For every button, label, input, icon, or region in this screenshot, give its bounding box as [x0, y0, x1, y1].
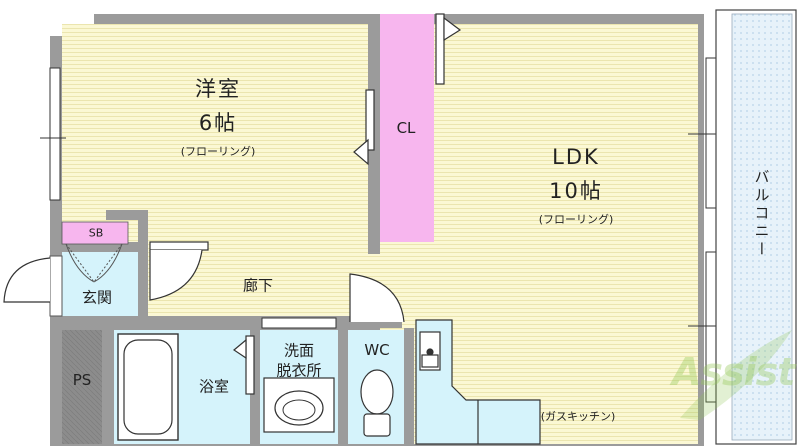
kitchen-counter: [415, 319, 541, 445]
wc-label: WC: [364, 341, 390, 359]
ldk-name: LDK: [552, 145, 600, 169]
shoe-box-doors: [65, 243, 123, 283]
balcony: [715, 9, 797, 445]
western-room-door: [149, 241, 209, 301]
western-room-size: 6帖: [198, 111, 238, 135]
closet-label: CL: [396, 119, 416, 137]
watermark-swoosh: [680, 330, 792, 420]
washroom-label-line2: 脱衣所: [276, 361, 322, 380]
closet-area: [380, 14, 434, 242]
west-window: [40, 67, 66, 201]
ps-shaft: [62, 330, 102, 444]
balcony-label: バルコニー: [752, 169, 771, 259]
wash-basin: [263, 377, 335, 433]
ldk-floor-type: (フローリング): [538, 213, 614, 226]
watermark-logo: Assist: [672, 350, 795, 394]
entrance-label: 玄関: [81, 288, 113, 307]
shoe-box-label: SB: [88, 226, 104, 240]
wc-door: [349, 273, 405, 323]
shoe-box: [61, 221, 129, 245]
western-room-floor: [62, 24, 368, 242]
closet-doors: [353, 13, 462, 166]
western-room-floor-type: (フローリング): [180, 145, 256, 158]
western-room-name: 洋室: [195, 77, 241, 101]
bathtub: [117, 333, 179, 441]
entrance-door: [3, 255, 63, 317]
bath-label: 浴室: [198, 377, 230, 396]
washroom-door-frame: [261, 317, 337, 329]
toilet: [360, 369, 394, 437]
bath-door: [232, 335, 255, 395]
hallway-label: 廊下: [242, 276, 274, 295]
ps-label: PS: [72, 371, 92, 389]
kitchen-label: (ガスキッチン): [540, 410, 616, 423]
ldk-size: 10帖: [549, 179, 603, 203]
washroom-label-line1: 洗面: [283, 341, 315, 360]
